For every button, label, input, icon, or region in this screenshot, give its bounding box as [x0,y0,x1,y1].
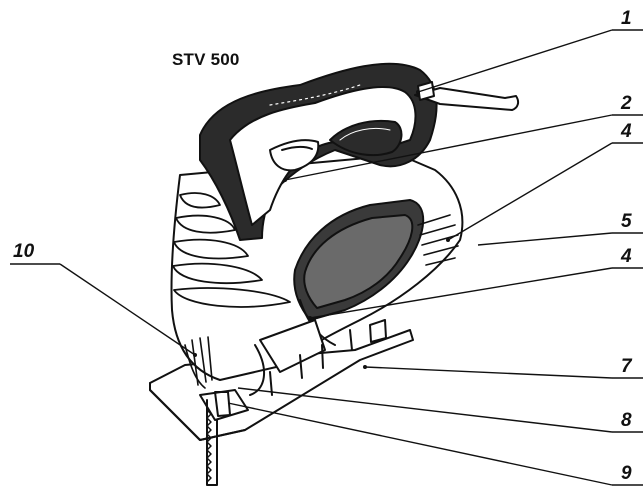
callout-1: 1 [621,8,632,29]
callout-9: 9 [621,463,632,484]
callout-10: 10 [13,241,35,262]
callout-4-upper: 4 [621,121,632,142]
rear-vents [417,214,459,266]
saw-blade [206,399,218,486]
base-plate [149,329,414,441]
callout-8: 8 [621,410,632,431]
callout-5: 5 [621,211,632,232]
trigger-switch [269,139,320,172]
power-cord [414,81,520,111]
callout-4-lower: 4 [621,246,632,267]
callout-7: 7 [621,356,632,377]
front-vents [172,192,291,308]
model-label: STV 500 [172,50,240,69]
callout-2: 2 [621,93,632,114]
